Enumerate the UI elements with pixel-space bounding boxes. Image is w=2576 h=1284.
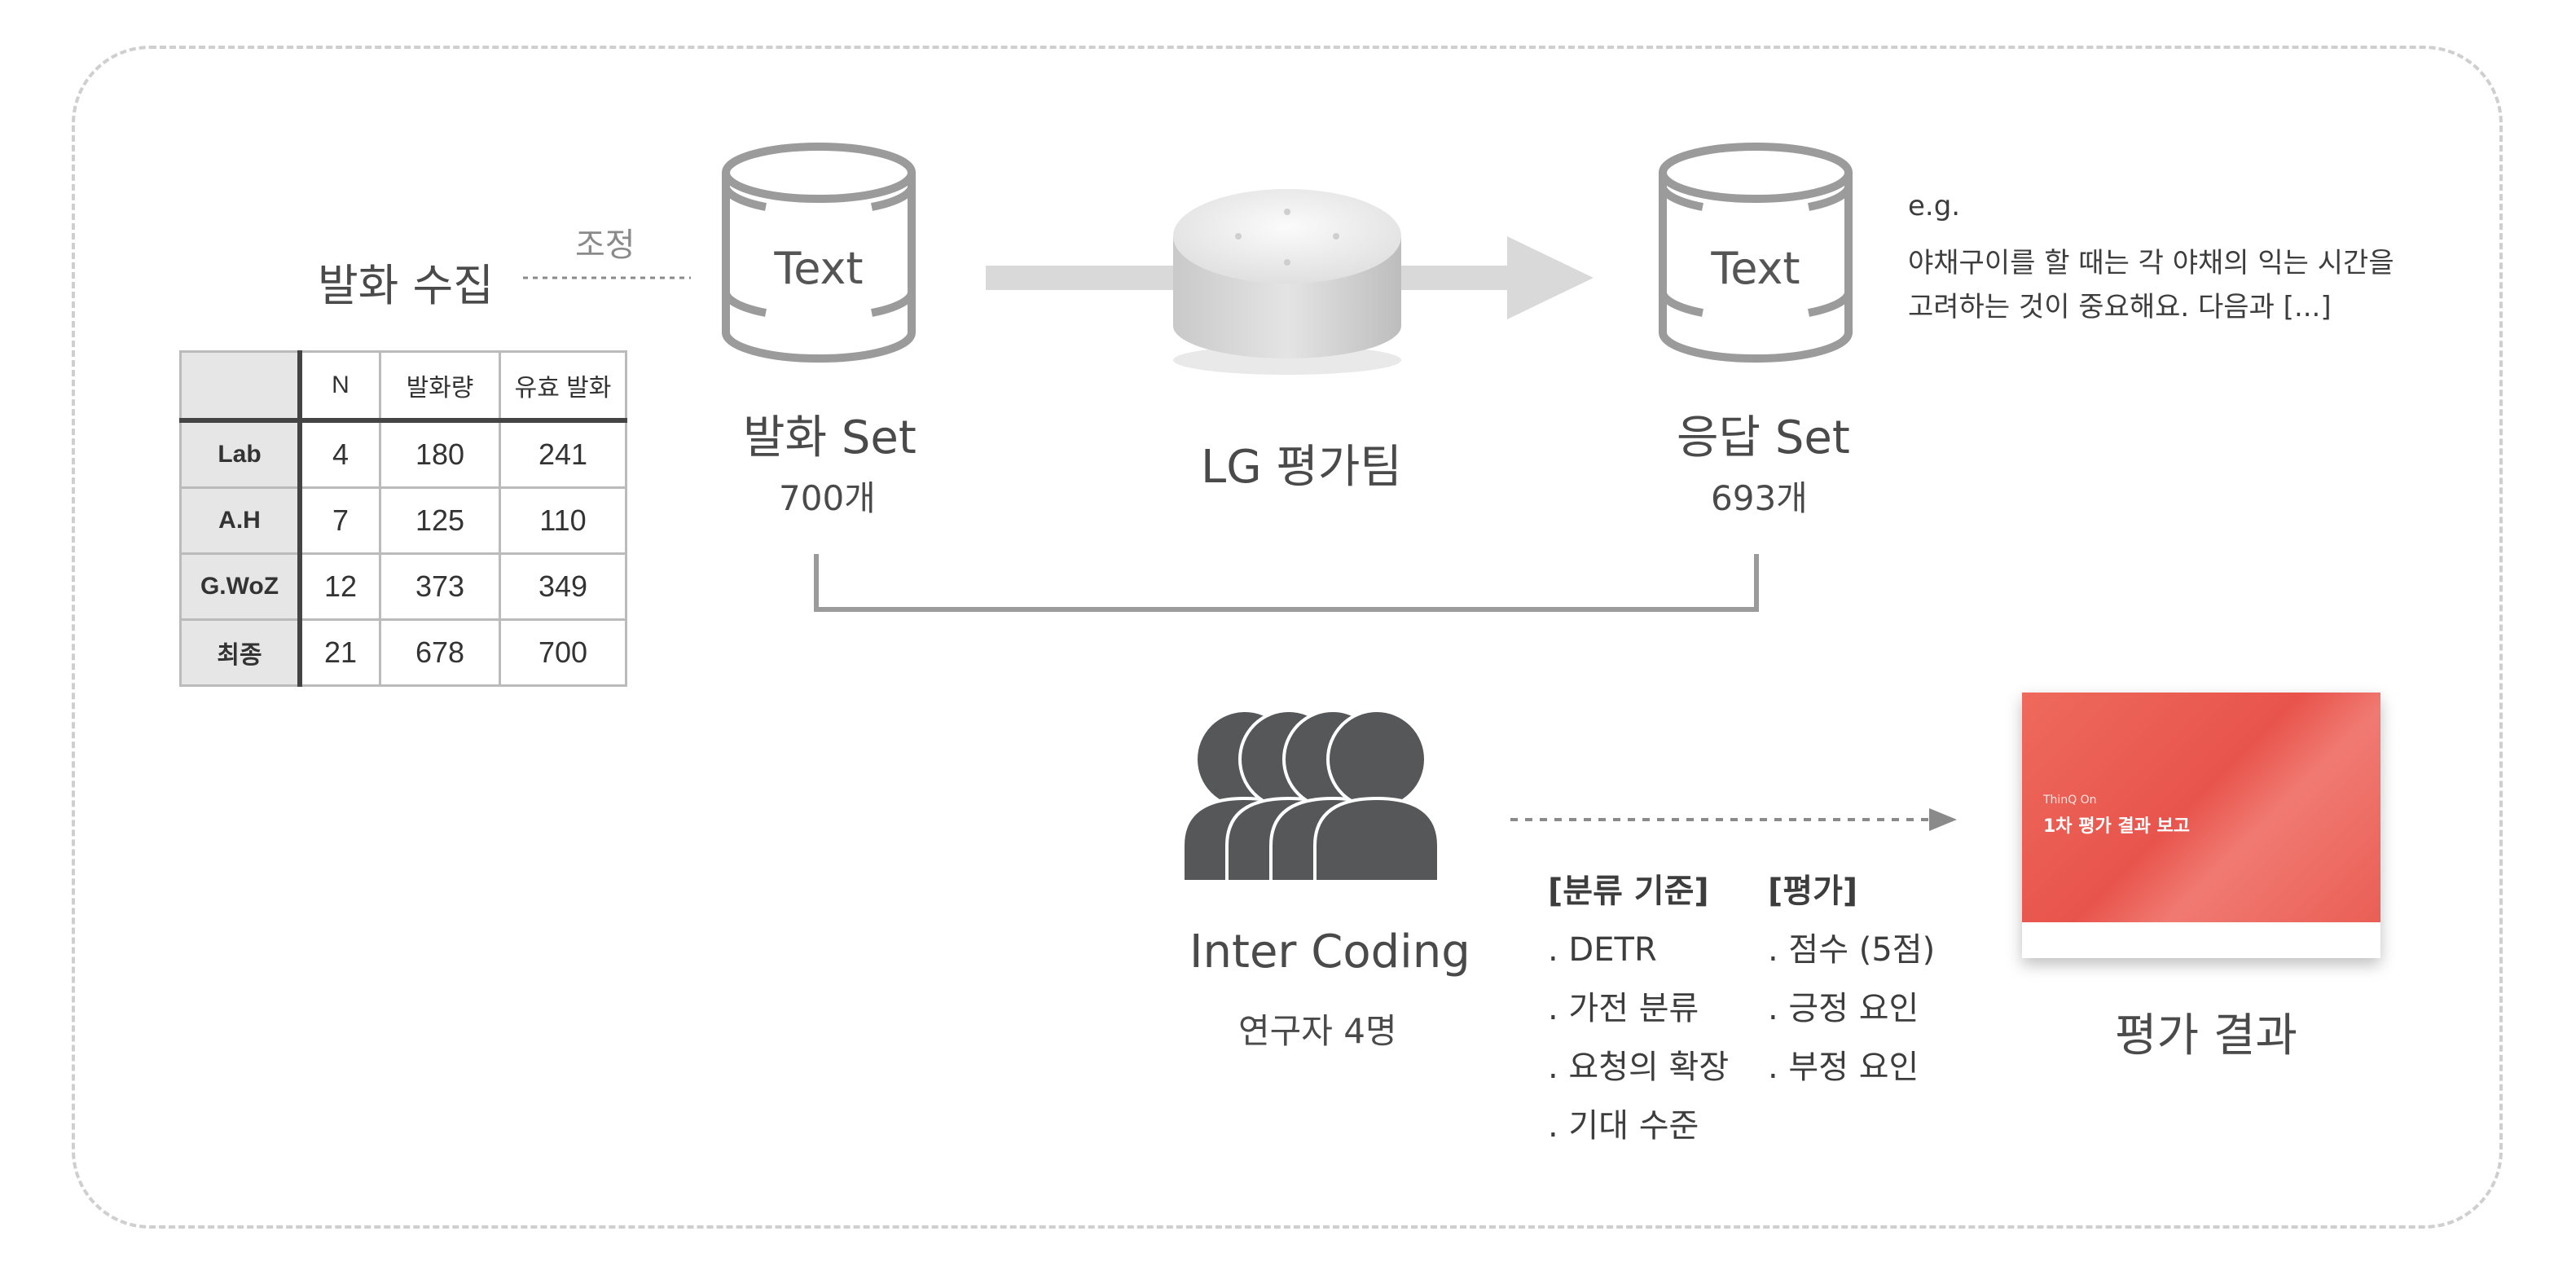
- table-cell: 241: [499, 419, 627, 489]
- table-cell: 110: [499, 486, 627, 555]
- evaluation-item: . 점수 (5점): [1768, 931, 1936, 969]
- table-corner: [179, 350, 302, 423]
- utterance-set-title: 발화 Set: [743, 411, 917, 464]
- adjust-label: 조정: [575, 226, 635, 264]
- example-line-2: 고려하는 것이 중요해요. 다음과 [...]: [1908, 291, 2332, 323]
- table-row: Lab 4 180 241: [179, 419, 627, 489]
- example-label: e.g.: [1908, 190, 1961, 222]
- dotted-arrow: [1510, 808, 1957, 831]
- collection-table: N 발화량 유효 발화 Lab 4 180 241 A.H 7 125 110 …: [179, 350, 627, 687]
- evaluation-list: [평가] . 점수 (5점) . 긍정 요인 . 부정 요인: [1768, 862, 1935, 1097]
- report-title: 1차 평가 결과 보고: [2043, 816, 2190, 837]
- table-cell: 12: [298, 552, 381, 621]
- response-db-text: Text: [1710, 243, 1800, 294]
- evaluation-item: . 부정 요인: [1768, 1049, 1919, 1086]
- criteria-item: . DETR: [1548, 931, 1657, 969]
- table-cell: 7: [298, 486, 381, 555]
- table-row: A.H 7 125 110: [179, 486, 627, 555]
- report-kicker: ThinQ On: [2043, 794, 2097, 807]
- table-row-label: 최종: [179, 618, 302, 687]
- table-row: G.WoZ 12 373 349: [179, 552, 627, 621]
- table-cell: 678: [379, 618, 501, 687]
- response-set-count: 693개: [1711, 478, 1808, 518]
- table-cell: 4: [298, 419, 381, 489]
- coding-subtitle: 연구자 4명: [1238, 1011, 1397, 1051]
- criteria-item: . 가전 분류: [1548, 990, 1699, 1027]
- criteria-item: . 요청의 확장: [1548, 1049, 1730, 1086]
- table-cell: 700: [499, 618, 627, 687]
- table-row-label: G.WoZ: [179, 552, 302, 621]
- table-row-label: A.H: [179, 486, 302, 555]
- coding-title: Inter Coding: [1189, 926, 1470, 978]
- evaluation-item: . 긍정 요인: [1768, 990, 1919, 1027]
- table-header-row: N 발화량 유효 발화: [179, 350, 627, 423]
- utterance-database-icon: Text: [722, 143, 916, 363]
- utterance-db-text: Text: [773, 243, 863, 294]
- criteria-heading: [분류 기준]: [1548, 873, 1709, 910]
- table-col-valid: 유효 발화: [499, 350, 627, 423]
- table-cell: 373: [379, 552, 501, 621]
- bracket-connector: [814, 554, 1759, 612]
- table-col-n: N: [298, 350, 381, 423]
- response-set-title: 응답 Set: [1677, 411, 1850, 464]
- adjust-dotted-line: [523, 276, 691, 279]
- speaker-icon: [1173, 189, 1401, 375]
- criteria-item: . 기대 수준: [1548, 1107, 1699, 1145]
- criteria-list: [분류 기준] . DETR . 가전 분류 . 요청의 확장 . 기대 수준: [1548, 862, 1729, 1155]
- report-thumbnail: ThinQ On 1차 평가 결과 보고: [2022, 693, 2380, 958]
- table-cell: 180: [379, 419, 501, 489]
- collection-title: 발화 수집: [318, 260, 494, 311]
- evaluation-heading: [평가]: [1768, 873, 1858, 910]
- table-cell: 21: [298, 618, 381, 687]
- report-footer: [2022, 922, 2380, 958]
- diagram-frame: [72, 46, 2503, 1229]
- table-cell: 349: [499, 552, 627, 621]
- utterance-set-count: 700개: [779, 478, 876, 518]
- speaker-title: LG 평가팀: [1201, 441, 1402, 494]
- table-row-label: Lab: [179, 419, 302, 489]
- example-line-1: 야채구이를 할 때는 각 야채의 익는 시간을: [1908, 247, 2394, 279]
- report-caption: 평가 결과: [2115, 1009, 2297, 1062]
- table-col-volume: 발화량: [379, 350, 501, 423]
- table-cell: 125: [379, 486, 501, 555]
- researchers-group-icon: [1181, 709, 1440, 883]
- response-database-icon: Text: [1659, 143, 1853, 363]
- table-row: 최종 21 678 700: [179, 618, 627, 687]
